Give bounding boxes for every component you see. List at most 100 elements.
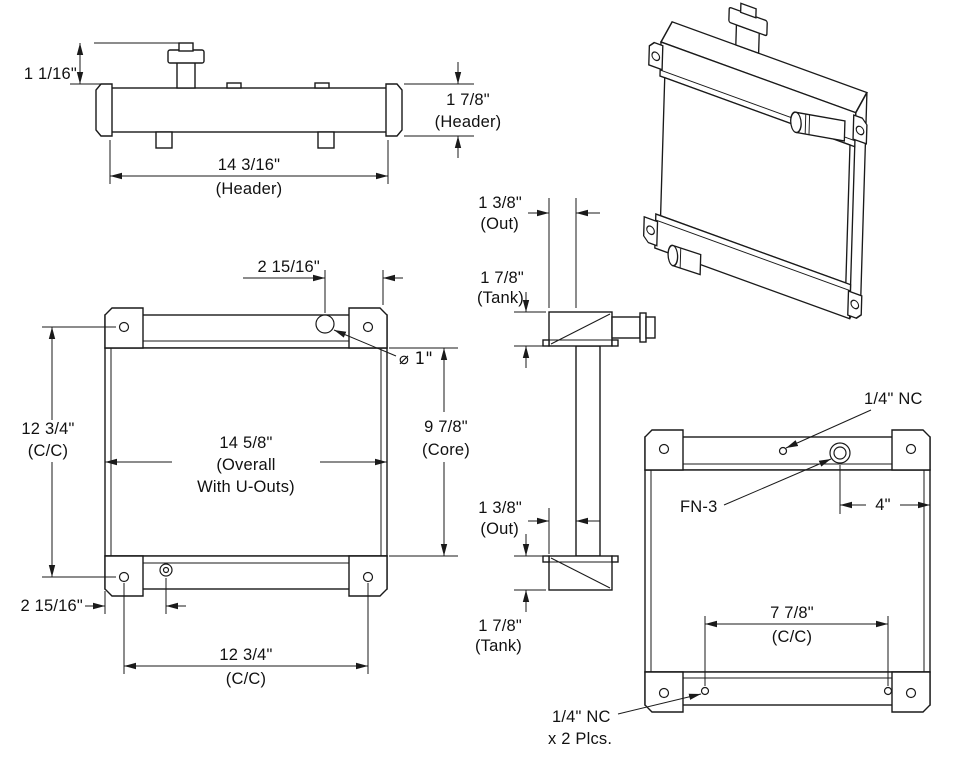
dim-neck-height-label: 1 1/16" <box>24 65 77 83</box>
front-bottom-header <box>104 555 388 590</box>
bracket-hole <box>362 321 374 333</box>
iso-bottom-pipe-opening <box>667 244 679 267</box>
bracket-hole <box>905 687 917 699</box>
nc-hole-top <box>778 446 788 456</box>
flange-lip <box>611 555 619 563</box>
view-front: 2 15/16" ⌀ 1" 12 3/4" (C/C) 14 5/8" (Ove… <box>20 258 469 688</box>
outlet-pipe <box>611 316 641 339</box>
rear-top-header <box>644 436 931 471</box>
dim-neck-height: 1 1/16" <box>24 42 179 85</box>
rear-outline <box>644 429 931 713</box>
rear-core <box>644 469 931 673</box>
flange-lip <box>542 339 550 347</box>
bracket-hole <box>658 443 670 455</box>
dim-header-width-caption: (Header) <box>216 180 283 198</box>
label-fn3-text: FN-3 <box>680 498 717 516</box>
bottom-tab <box>155 131 173 149</box>
dim-cc-horizontal-value: 12 3/4" <box>219 646 272 664</box>
dim-neck-diameter: ⌀ 1" <box>333 329 433 368</box>
dim-header-depth-caption: (Header) <box>435 113 502 131</box>
outlet-pipe-end <box>645 316 656 339</box>
nc-hole-bottom-left <box>700 686 710 696</box>
side-core <box>575 345 601 557</box>
right-end-bracket <box>385 83 403 137</box>
dim-tank-top: 1 7/8" (Tank) <box>477 269 546 368</box>
drain-fitting-center <box>162 566 170 574</box>
filler-neck-inner <box>833 446 847 460</box>
dim-header-width-value: 14 3/16" <box>218 156 281 174</box>
dim-neck-to-edge-label: 4" <box>875 496 890 514</box>
dim-core-height: 9 7/8" (Core) <box>389 347 470 557</box>
dim-cc-rear-value: 7 7/8" <box>770 604 814 622</box>
header-body <box>109 87 389 133</box>
view-side: 1 3/8" (Out) 1 7/8" (Tank) 1 3/8" (Out) … <box>475 194 656 655</box>
bracket-hole <box>646 225 655 236</box>
outlet-pipe-bead <box>639 312 647 343</box>
bracket-hole <box>850 299 860 310</box>
dim-core-value: 9 7/8" <box>424 418 468 436</box>
view-rear: 1/4" NC FN-3 4" 7 7/8" (C/C) 1/4" NC x 2… <box>548 390 931 748</box>
left-end-bracket <box>95 83 113 137</box>
filler-cap-nub <box>178 42 194 52</box>
dim-cc-horizontal-caption: (C/C) <box>226 670 266 688</box>
dim-cc-horizontal: 12 3/4" (C/C) <box>123 583 369 688</box>
bracket-hole <box>118 571 130 583</box>
nc-hole-bottom-right <box>883 686 893 696</box>
label-nc-bottom: 1/4" NC x 2 Plcs. <box>548 693 702 748</box>
bracket-hole <box>905 443 917 455</box>
filler-cap <box>167 49 205 64</box>
label-fn3: FN-3 <box>680 458 832 516</box>
dim-core-caption: (Core) <box>422 441 470 459</box>
label-nc-bottom-text-2: x 2 Plcs. <box>548 730 612 748</box>
dim-out-top: 1 3/8" (Out) <box>478 194 600 308</box>
dim-tank-bottom-caption: (Tank) <box>475 637 522 655</box>
dim-overall-caption-2: With U-Outs) <box>197 478 295 496</box>
view-header-top: 1 1/16" 1 7/8" (Header) 14 3/16" (Header… <box>24 42 502 198</box>
dim-overall-width: 14 5/8" (Overall With U-Outs) <box>105 434 387 496</box>
bracket-hole <box>651 51 661 62</box>
bracket-hole <box>362 571 374 583</box>
front-top-header <box>104 314 388 349</box>
dim-cc-vertical-value: 12 3/4" <box>21 420 74 438</box>
bracket-hole <box>855 125 865 136</box>
dim-drain-offset-label: 2 15/16" <box>20 597 83 615</box>
dim-overall-value: 14 5/8" <box>219 434 272 452</box>
dim-drain-offset: 2 15/16" <box>20 578 186 615</box>
dim-out-top-value: 1 3/8" <box>478 194 522 212</box>
label-nc-top-text: 1/4" NC <box>864 390 923 408</box>
dim-neck-offset-label: 2 15/16" <box>257 258 320 276</box>
bracket-hole <box>118 321 130 333</box>
flange-lip <box>611 339 619 347</box>
dim-cc-rear: 7 7/8" (C/C) <box>704 604 889 686</box>
dim-tank-bottom-value: 1 7/8" <box>478 617 522 635</box>
dim-out-bottom: 1 3/8" (Out) <box>478 499 600 554</box>
flange-lip <box>542 555 550 563</box>
iso-cap-nub <box>739 2 757 19</box>
dim-tank-top-caption: (Tank) <box>477 289 524 307</box>
label-nc-top: 1/4" NC <box>785 390 923 449</box>
label-nc-bottom-text-1: 1/4" NC <box>552 708 611 726</box>
dim-overall-caption-1: (Overall <box>216 456 275 474</box>
dim-tank-top-value: 1 7/8" <box>480 269 524 287</box>
bracket-hole <box>658 687 670 699</box>
dim-out-bottom-caption: (Out) <box>480 520 519 538</box>
top-tab <box>314 82 330 89</box>
filler-neck <box>176 61 196 89</box>
dim-cc-vertical: 12 3/4" (C/C) <box>21 326 116 578</box>
dim-cc-rear-caption: (C/C) <box>772 628 812 646</box>
dim-neck-diameter-label: ⌀ 1" <box>399 349 433 368</box>
dim-header-width: 14 3/16" (Header) <box>109 140 389 198</box>
view-isometric <box>642 2 868 320</box>
header-top-outline <box>95 42 403 149</box>
top-tab <box>226 82 242 89</box>
iso-top-pipe-opening <box>790 111 802 134</box>
dim-tank-bottom: 1 7/8" (Tank) <box>475 534 546 655</box>
bottom-tab <box>317 131 335 149</box>
dim-out-top-caption: (Out) <box>480 215 519 233</box>
front-core <box>104 347 388 557</box>
front-outline <box>104 307 388 597</box>
dim-out-bottom-value: 1 3/8" <box>478 499 522 517</box>
dim-neck-offset: 2 15/16" <box>243 258 403 313</box>
